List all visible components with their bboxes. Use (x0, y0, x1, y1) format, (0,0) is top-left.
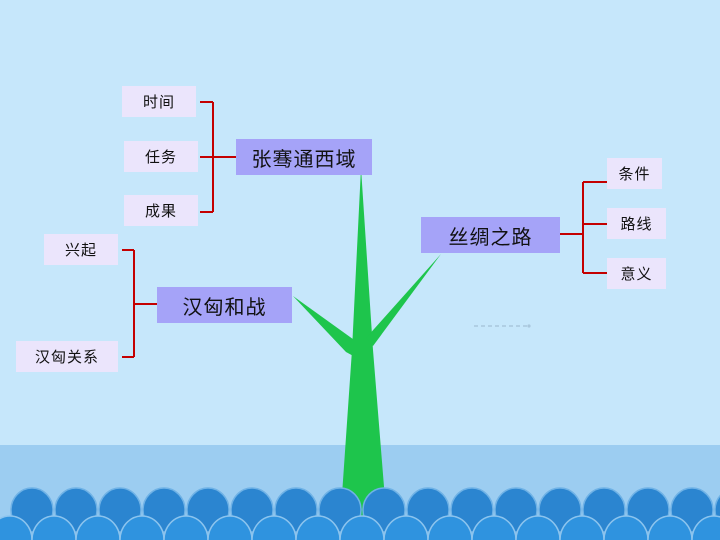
subtopic-result[interactable]: 成果 (124, 195, 198, 226)
tree-trunk (340, 168, 387, 524)
wave-scallop (515, 515, 561, 540)
wave-scallop (339, 515, 385, 540)
subtopic-conditions[interactable]: 条件 (607, 158, 662, 189)
tree-branch-right (366, 254, 441, 346)
dashed-mark-dot (527, 324, 531, 328)
wave-scallop (383, 515, 429, 540)
connector-silk-road (560, 181, 607, 274)
wave-scallop (647, 515, 693, 540)
wave-scallop (427, 515, 473, 540)
subtopic-rise[interactable]: 兴起 (44, 234, 118, 265)
wave-scallop (119, 515, 165, 540)
subtopic-han-xiongnu-relations[interactable]: 汉匈关系 (16, 341, 118, 372)
topic-silk-road[interactable]: 丝绸之路 (421, 217, 560, 253)
subtopic-task[interactable]: 任务 (124, 141, 198, 172)
connector-han-xiongnu (122, 249, 157, 358)
waves-front-row (0, 515, 720, 540)
wave-scallop (207, 515, 253, 540)
subtopic-route[interactable]: 路线 (607, 208, 666, 239)
topic-zhang-qian[interactable]: 张骞通西域 (236, 139, 372, 175)
wave-scallop (471, 515, 517, 540)
topic-han-xiongnu[interactable]: 汉匈和战 (157, 287, 292, 323)
wave-scallop (691, 515, 720, 540)
wave-scallop (0, 515, 33, 540)
wave-scallop (559, 515, 605, 540)
wave-scallop (75, 515, 121, 540)
wave-scallop (251, 515, 297, 540)
wave-scallop (31, 515, 77, 540)
wave-scallop (603, 515, 649, 540)
tree-branch-left (293, 296, 357, 358)
wave-scallop (295, 515, 341, 540)
wave-scallop (163, 515, 209, 540)
subtopic-significance[interactable]: 意义 (607, 258, 666, 289)
connector-zhang-qian (200, 101, 236, 213)
subtopic-time[interactable]: 时间 (122, 86, 196, 117)
